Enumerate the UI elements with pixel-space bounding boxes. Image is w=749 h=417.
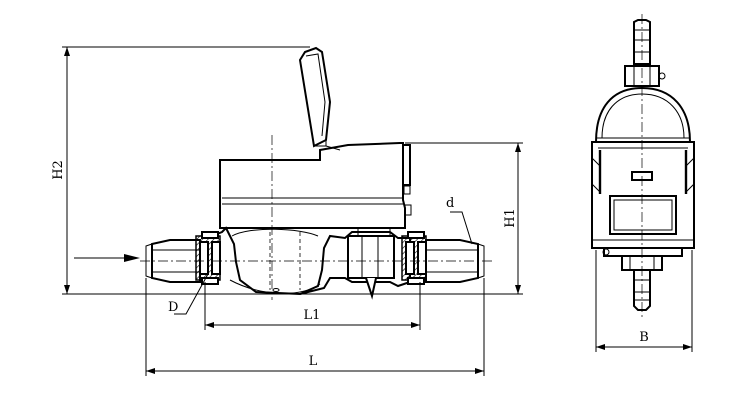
side-view: [74, 46, 495, 300]
dimensions-side: H2 H1 d D L1 L: [51, 46, 523, 376]
lid-dome: [594, 86, 692, 143]
front-view: [591, 14, 695, 320]
front-housing: [591, 141, 695, 249]
bottom-nut: [602, 247, 683, 271]
d-large-label: D: [168, 300, 178, 315]
h1-label: H1: [503, 208, 518, 228]
register-housing: [219, 142, 412, 229]
h2-label: H2: [51, 160, 66, 180]
d-small-label: d: [446, 196, 454, 211]
l1-label: L1: [304, 308, 321, 323]
dimension-b: B: [595, 250, 693, 352]
b-label: B: [639, 330, 649, 345]
left-union-nut: [195, 231, 221, 285]
top-nut: [624, 65, 666, 87]
flow-direction-arrow: [74, 254, 140, 262]
l-label: L: [309, 354, 318, 369]
register-lid: [298, 46, 341, 151]
right-union-nut: [401, 231, 427, 285]
valve-body: [347, 227, 395, 300]
